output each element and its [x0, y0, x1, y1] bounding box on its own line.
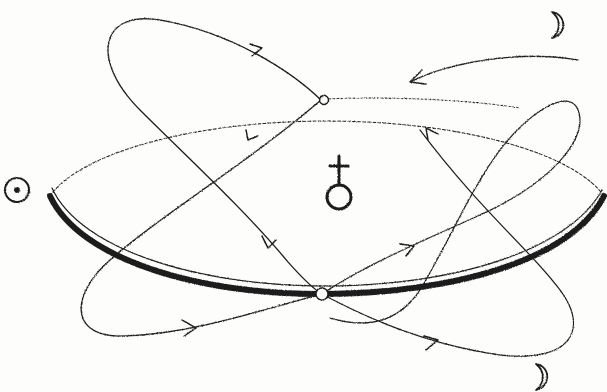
orbit-loop-lower-right: [322, 130, 574, 356]
orbit-loop-right: [322, 101, 580, 323]
node-bottom: [316, 288, 328, 300]
arrow-left-descending: [246, 130, 258, 140]
node-top: [320, 96, 329, 105]
sun-symbol-icon: [5, 178, 29, 202]
upper-connector: [325, 98, 520, 108]
incoming-arc-upper-right: [410, 56, 578, 82]
moon-crescent-bottom-icon: [536, 364, 547, 390]
earth-symbol-icon: [327, 156, 351, 209]
moon-crescent-top-icon: [552, 12, 563, 38]
orbit-loop-lower-left: [81, 100, 322, 336]
arrow-upper-right-inbound: [410, 70, 426, 84]
orbit-loop-upper-left: [108, 19, 322, 294]
arrow-right-ascending: [426, 128, 438, 140]
ecliptic-ellipse-far-half: [50, 121, 604, 196]
